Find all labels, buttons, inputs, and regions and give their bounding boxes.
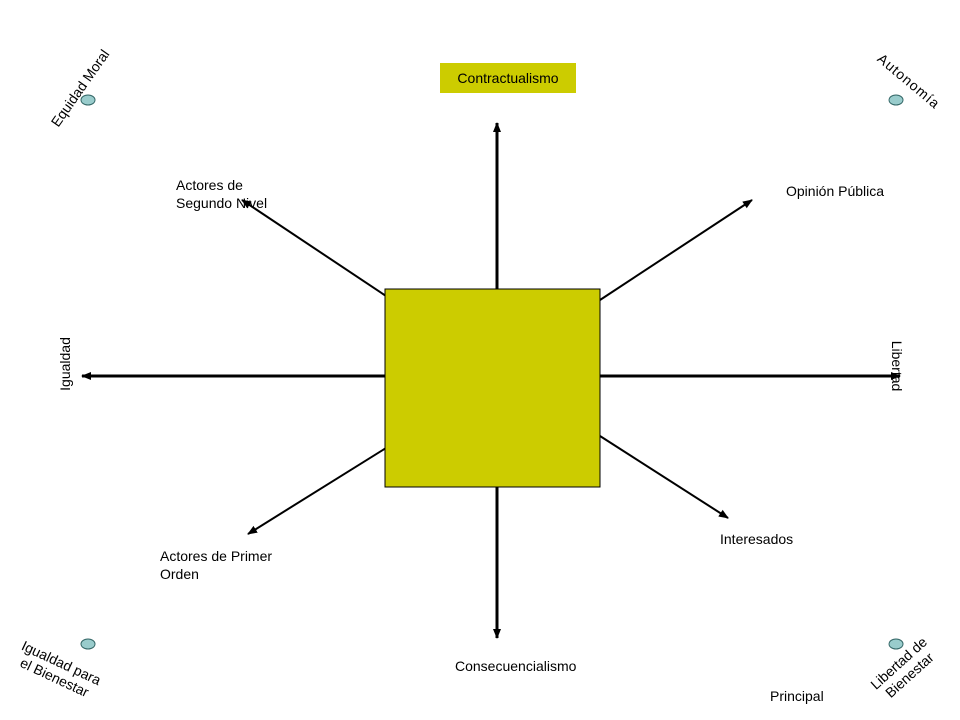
arrow-upper-right — [599, 199, 753, 301]
label-libertad: Libertad — [889, 340, 905, 392]
top-label-box: Contractualismo — [440, 63, 576, 93]
arrow-lower-right — [599, 435, 729, 519]
arrow-lower-left — [247, 447, 387, 535]
corner-dot-bottom-right — [888, 638, 904, 650]
corner-dot-top-left — [80, 94, 96, 106]
label-consecuencialismo: Consecuencialismo — [455, 658, 577, 674]
label-actores-segundo-nivel: Actores de Segundo Nivel — [176, 177, 268, 211]
label-igualdad: Igualdad — [57, 337, 73, 391]
arrow-upper-left — [241, 199, 387, 297]
label-contractualismo: Contractualismo — [457, 70, 559, 86]
label-principal: Principal — [770, 688, 824, 704]
label-actores-primer-orden: Actores de Primer Orden — [160, 548, 273, 582]
corner-dot-bottom-left — [80, 638, 96, 650]
label-opinion-publica: Opinión Pública — [786, 183, 885, 199]
label-interesados: Interesados — [720, 531, 794, 547]
central-square — [384, 288, 601, 488]
corner-dot-top-right — [888, 94, 904, 106]
